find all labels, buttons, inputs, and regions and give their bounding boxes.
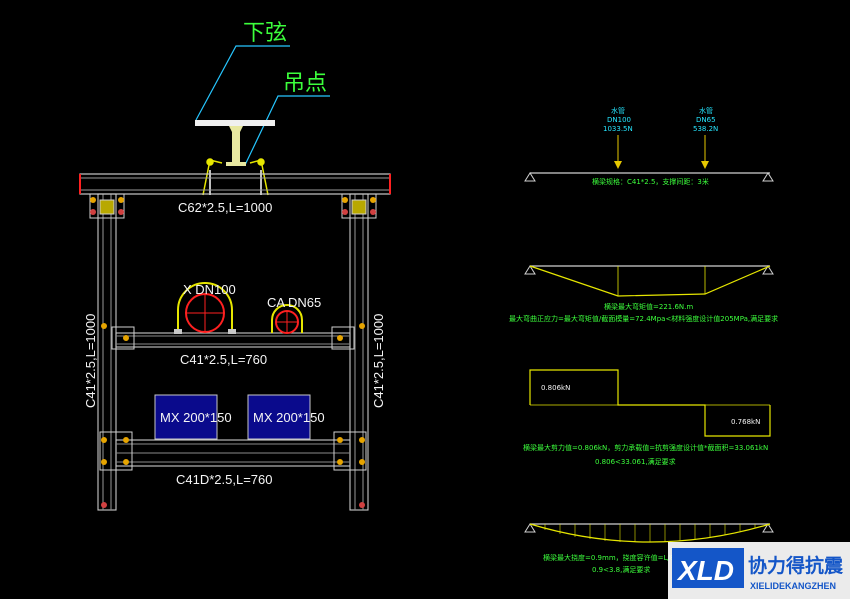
box-mx-left-label: MX 200*150	[160, 410, 232, 425]
shear-left-value: 0.806kN	[541, 384, 570, 392]
middle-connectors	[101, 323, 365, 350]
box-mx-right-label: MX 200*150	[253, 410, 325, 425]
hanging-point-label: 吊点	[283, 71, 327, 96]
moment-result-1: 横梁最大弯矩值=221.6N.m	[604, 302, 693, 311]
load2-size: DN65	[696, 116, 716, 124]
middle-beam	[115, 332, 351, 348]
shear-diagram	[529, 369, 771, 437]
load1-value: 1033.5N	[603, 125, 633, 133]
load1-size: DN100	[607, 116, 631, 124]
right-column-label: C41*2.5,L=1000	[371, 314, 386, 408]
logo-mark: XLD	[676, 555, 734, 586]
pipe-ca-dn65	[271, 304, 303, 334]
pipe-x-label: X DN100	[183, 282, 236, 297]
load1-title: 水管	[611, 106, 625, 115]
shear-result-1: 横梁最大剪力值=0.806kN，剪力承载值=抗剪强度设计值*截面积=33.061…	[523, 443, 768, 452]
deflection-result-1: 横梁最大挠度=0.9mm，挠度容许值=L/800=3.8mm	[543, 553, 714, 562]
load2-title: 水管	[699, 106, 713, 115]
load2-value: 538.2N	[693, 125, 718, 133]
load-diagram	[524, 135, 774, 182]
shear-result-2: 0.806<33.061,满足要求	[595, 457, 676, 466]
pipe-x-dn100	[174, 282, 236, 334]
moment-diagram	[524, 265, 774, 297]
right-column	[349, 193, 369, 511]
lower-chord-label: 下弦	[243, 21, 287, 46]
bottom-connectors	[99, 431, 367, 508]
top-beam-label: C62*2.5,L=1000	[178, 200, 272, 215]
callout-leaders	[195, 45, 330, 166]
logo-pinyin: XIELIDEKANGZHEN	[750, 581, 836, 591]
box-mx-left	[154, 394, 218, 440]
left-column	[97, 193, 117, 511]
top-connectors	[89, 193, 377, 219]
bottom-beam	[115, 439, 351, 467]
top-beam	[79, 173, 391, 195]
pipe-ca-label: CA DN65	[267, 295, 321, 310]
deflection-result-2: 0.9<3.8,满足要求	[592, 565, 650, 574]
i-beam-section	[195, 120, 275, 166]
bottom-beam-label: C41D*2.5,L=760	[176, 472, 273, 487]
beam-description: 横梁规格：C41*2.5，支撑间距：3米	[592, 177, 709, 186]
shear-right-value: 0.768kN	[731, 418, 760, 426]
middle-beam-label: C41*2.5,L=760	[180, 352, 267, 367]
logo-name: 协力得抗震	[748, 554, 844, 577]
deflection-diagram	[524, 523, 774, 543]
moment-result-2: 最大弯曲正应力=最大弯矩值/截面模量=72.4Mpa<材料强度设计值205MPa…	[509, 314, 778, 323]
box-mx-right	[247, 394, 311, 440]
left-column-label: C41*2.5,L=1000	[83, 314, 98, 408]
company-logo: XLD 协力得抗震 XIELIDEKANGZHEN	[668, 542, 850, 599]
